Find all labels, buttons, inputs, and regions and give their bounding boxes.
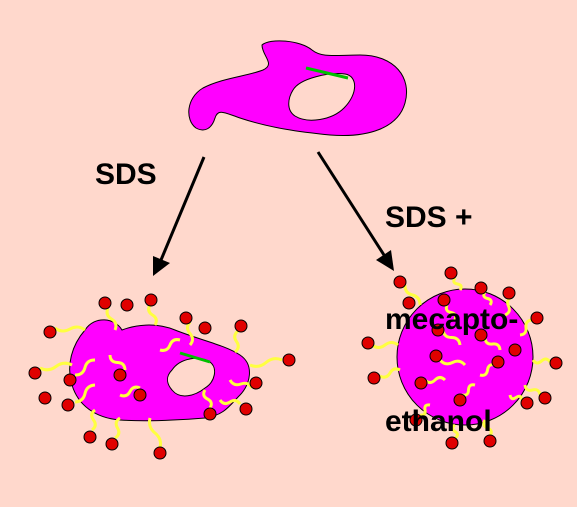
- sds-head: [153, 446, 167, 460]
- sds-tail: [483, 337, 502, 351]
- sds-tail: [371, 341, 399, 349]
- sds-tail: [233, 329, 240, 354]
- sds-head: [437, 293, 451, 307]
- sds-head: [282, 353, 296, 367]
- sds-head: [474, 328, 488, 342]
- sds-head: [393, 275, 407, 289]
- sds-head: [61, 398, 75, 412]
- sds-tail: [479, 363, 496, 377]
- sds-tails-left: [39, 304, 283, 449]
- sds-tail: [419, 403, 431, 417]
- sds-disulfide-bond: [179, 351, 211, 364]
- sds-head: [445, 436, 459, 450]
- sds-tail: [108, 354, 127, 371]
- sds-head: [198, 321, 212, 335]
- sds-tail: [249, 357, 283, 368]
- label-line-3: ethanol: [385, 405, 492, 438]
- sds-tail: [531, 357, 552, 365]
- sds-tail: [54, 325, 86, 333]
- sds-tail: [452, 277, 463, 291]
- native-disulfide-bond: [305, 66, 349, 80]
- sds-heads-left: [28, 293, 296, 460]
- sds-tail: [186, 321, 194, 346]
- sds-tail: [105, 307, 118, 331]
- sds-tail: [519, 318, 533, 337]
- sds-tail: [482, 291, 493, 306]
- sds-tail: [444, 304, 458, 321]
- sds-head: [549, 356, 563, 370]
- sds-tail: [461, 383, 476, 397]
- sds-head: [239, 402, 253, 416]
- sds-tail: [523, 384, 542, 396]
- sds-head: [28, 366, 42, 380]
- sds-tail: [147, 304, 158, 326]
- native-protein: [188, 40, 407, 137]
- sds-tail: [218, 398, 242, 406]
- sds-tail: [39, 361, 73, 372]
- arrow-right: [316, 151, 394, 271]
- sds-head: [414, 376, 428, 390]
- sds-tail: [147, 417, 163, 449]
- sds-head: [63, 373, 77, 387]
- denatured-protein-sphere: [396, 288, 534, 426]
- sds-tail: [379, 367, 401, 379]
- sds-tail: [159, 338, 181, 352]
- sds-head: [144, 293, 158, 307]
- sds-tail: [228, 379, 254, 389]
- sds-tail: [114, 416, 121, 440]
- sds-head: [43, 325, 57, 339]
- sds-tails-right: [371, 277, 552, 440]
- sds-head: [508, 343, 522, 357]
- sds-tail: [423, 376, 447, 384]
- sds-mercapto-protein: [361, 266, 563, 450]
- arrow-left: [153, 156, 206, 276]
- sds-head: [530, 311, 544, 325]
- sds-head: [483, 434, 497, 448]
- sds-tail: [74, 383, 96, 404]
- sds-tail: [403, 284, 422, 306]
- sds-tail: [119, 385, 141, 398]
- sds-tail: [451, 423, 459, 440]
- sds-head: [179, 311, 193, 325]
- sds-head: [361, 336, 375, 350]
- sds-head: [133, 388, 147, 402]
- sds-head: [98, 296, 112, 310]
- sds-head: [491, 355, 505, 369]
- sds-head: [409, 413, 423, 427]
- sds-tail: [482, 419, 493, 437]
- sds-head: [444, 266, 458, 280]
- sds-head: [234, 319, 248, 333]
- sds-head: [453, 393, 467, 407]
- sds-tail: [441, 329, 462, 346]
- sds-tail: [90, 408, 97, 432]
- sds-head: [520, 396, 534, 410]
- sds-tail: [202, 389, 213, 409]
- sds-bound-protein: [28, 293, 296, 460]
- sds-head: [113, 368, 127, 382]
- sds-tail: [74, 358, 96, 377]
- sds-head: [367, 371, 381, 385]
- sds-head: [402, 296, 416, 310]
- sds-tail: [438, 358, 467, 367]
- sds-head: [120, 298, 134, 312]
- sds-head: [105, 437, 119, 451]
- sds-head: [38, 391, 52, 405]
- label-line-1: SDS +: [385, 201, 473, 234]
- sds-tail: [508, 394, 524, 401]
- label-line-2: mecapto-: [385, 303, 519, 336]
- sds-head: [429, 349, 443, 363]
- sds-head: [249, 376, 263, 390]
- sds-head: [203, 407, 217, 421]
- sds-head: [538, 391, 552, 405]
- sds-head: [502, 286, 516, 300]
- sds-heads-right: [361, 266, 563, 450]
- sds-head: [83, 430, 97, 444]
- sds-head: [474, 281, 488, 295]
- label-sds-mercaptoethanol: SDS + mecapto- ethanol: [385, 133, 518, 507]
- sds-head: [431, 323, 445, 337]
- label-sds: SDS: [95, 158, 157, 191]
